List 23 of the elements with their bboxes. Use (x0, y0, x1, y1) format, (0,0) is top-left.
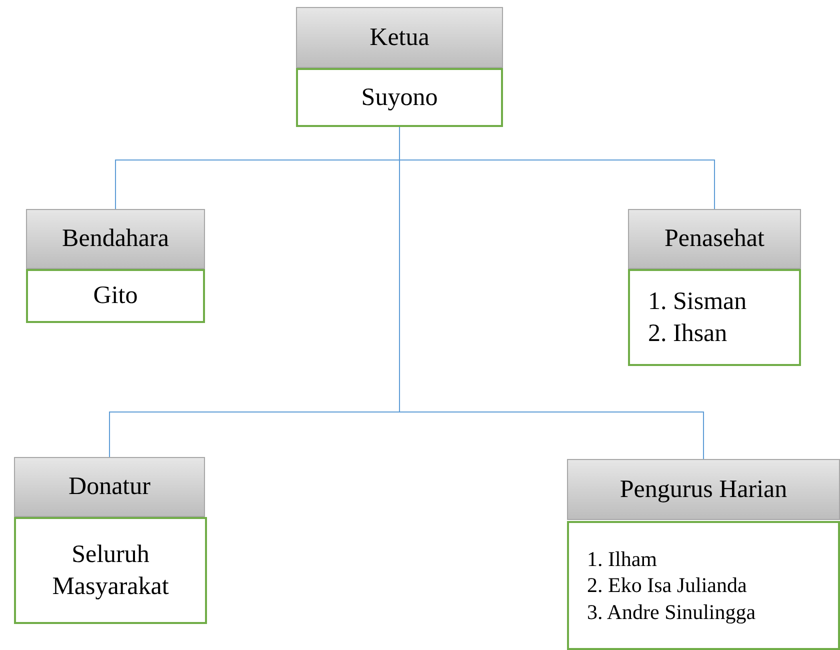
member-box (628, 269, 801, 366)
member-name: 2. Eko Isa Julianda (587, 572, 747, 599)
role-title-box (296, 7, 503, 68)
role-title: Donatur (68, 472, 150, 502)
role-title-box (628, 209, 801, 269)
member-box (567, 521, 840, 650)
member-name: 1. Ilham (587, 546, 657, 572)
member-name: 2. Ihsan (648, 318, 728, 348)
member-name: 3. Andre Sinulingga (587, 598, 756, 625)
role-title: Penasehat (664, 224, 764, 254)
member-box (14, 517, 207, 624)
member-name: 1. Sisman (648, 287, 747, 318)
member-name: Gito (93, 281, 138, 312)
role-title: Pengurus Harian (620, 474, 788, 505)
member-box (26, 269, 205, 323)
member-name: Seluruh Masyarakat (51, 540, 170, 602)
role-title-box (567, 459, 840, 520)
role-title: Bendahara (62, 224, 169, 254)
role-title: Ketua (370, 22, 430, 53)
member-name: Suyono (361, 82, 438, 113)
role-title-box (14, 457, 205, 517)
role-title-box (26, 209, 205, 269)
member-box (296, 68, 503, 127)
